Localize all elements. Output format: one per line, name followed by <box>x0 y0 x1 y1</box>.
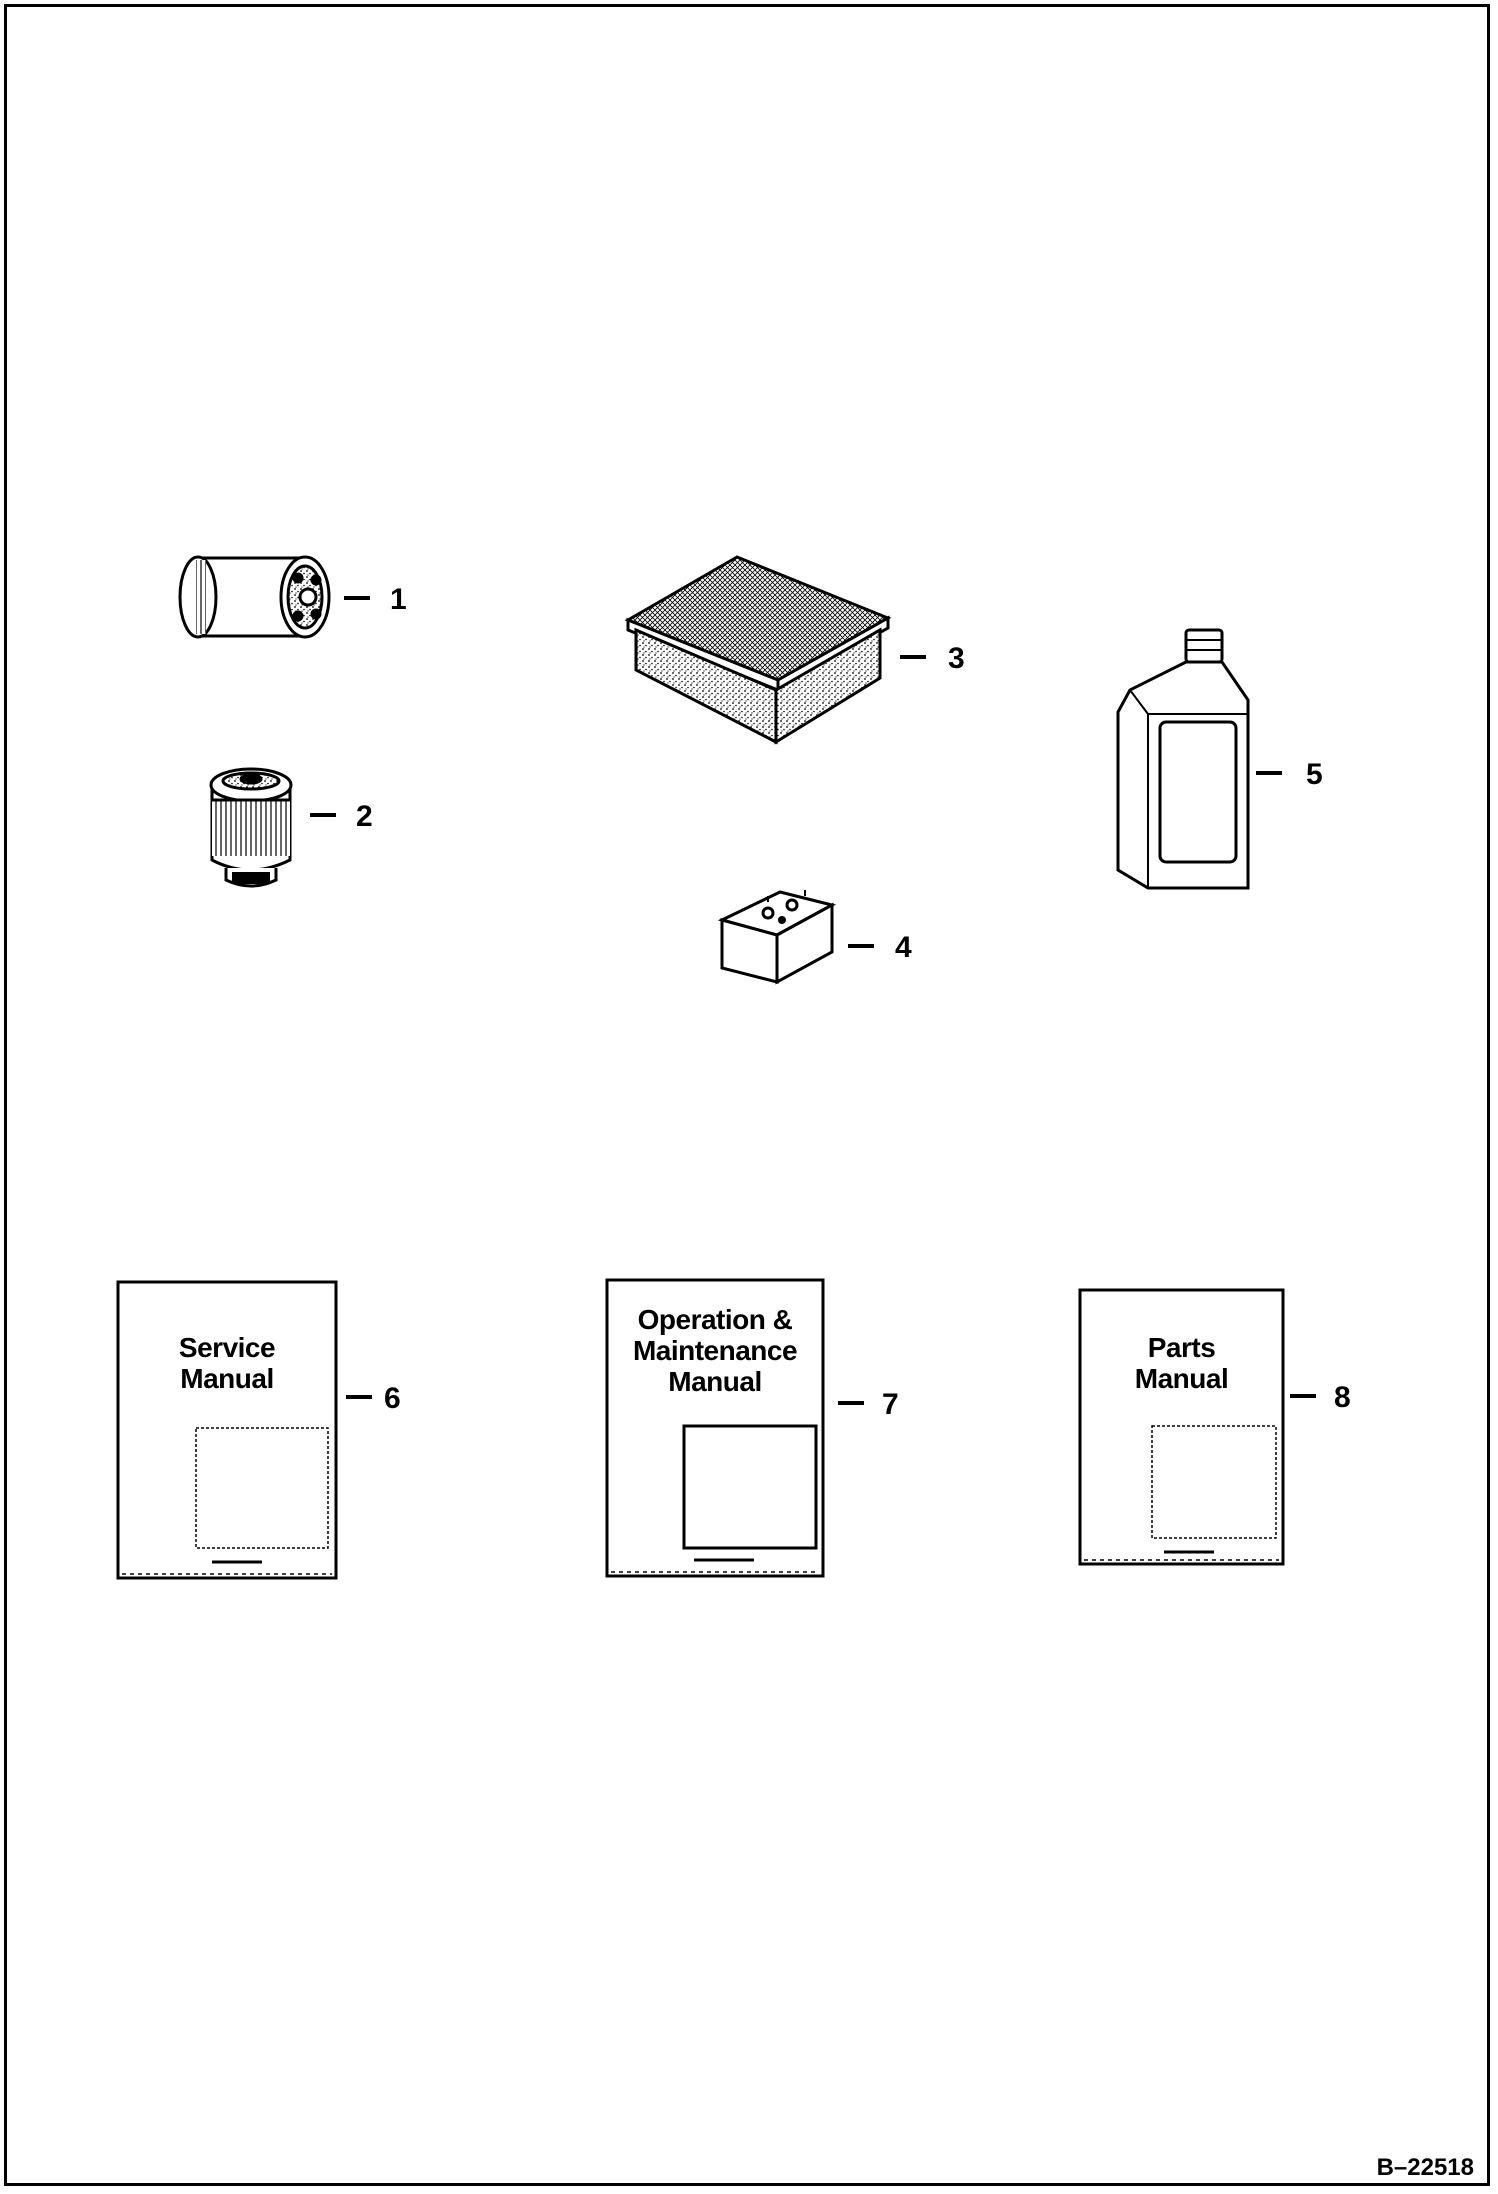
callout-3: 3 <box>948 642 965 675</box>
operation-manual-icon <box>605 1278 825 1578</box>
battery-icon <box>717 890 837 985</box>
oil-filter-icon <box>178 555 331 639</box>
callout-5: 5 <box>1306 758 1323 791</box>
oil-bottle-icon <box>1116 628 1250 890</box>
callout-2: 2 <box>356 800 373 833</box>
parts-manual-icon <box>1078 1288 1285 1566</box>
callout-7: 7 <box>882 1388 899 1421</box>
service-manual-icon <box>116 1280 338 1580</box>
callout-1: 1 <box>390 583 407 616</box>
service-manual-title: Service Manual <box>178 1332 276 1394</box>
operation-manual-title: Operation & Maintenance Manual <box>632 1304 798 1397</box>
parts-manual-title: Parts Manual <box>1134 1332 1229 1394</box>
callout-4: 4 <box>895 931 912 964</box>
fuel-filter-icon <box>209 767 293 888</box>
callout-6: 6 <box>384 1382 401 1415</box>
callout-8: 8 <box>1334 1381 1351 1414</box>
drawing-frame <box>4 4 1490 2186</box>
figure-number: B–22518 <box>1376 2154 1474 2181</box>
air-filter-icon <box>624 555 892 745</box>
